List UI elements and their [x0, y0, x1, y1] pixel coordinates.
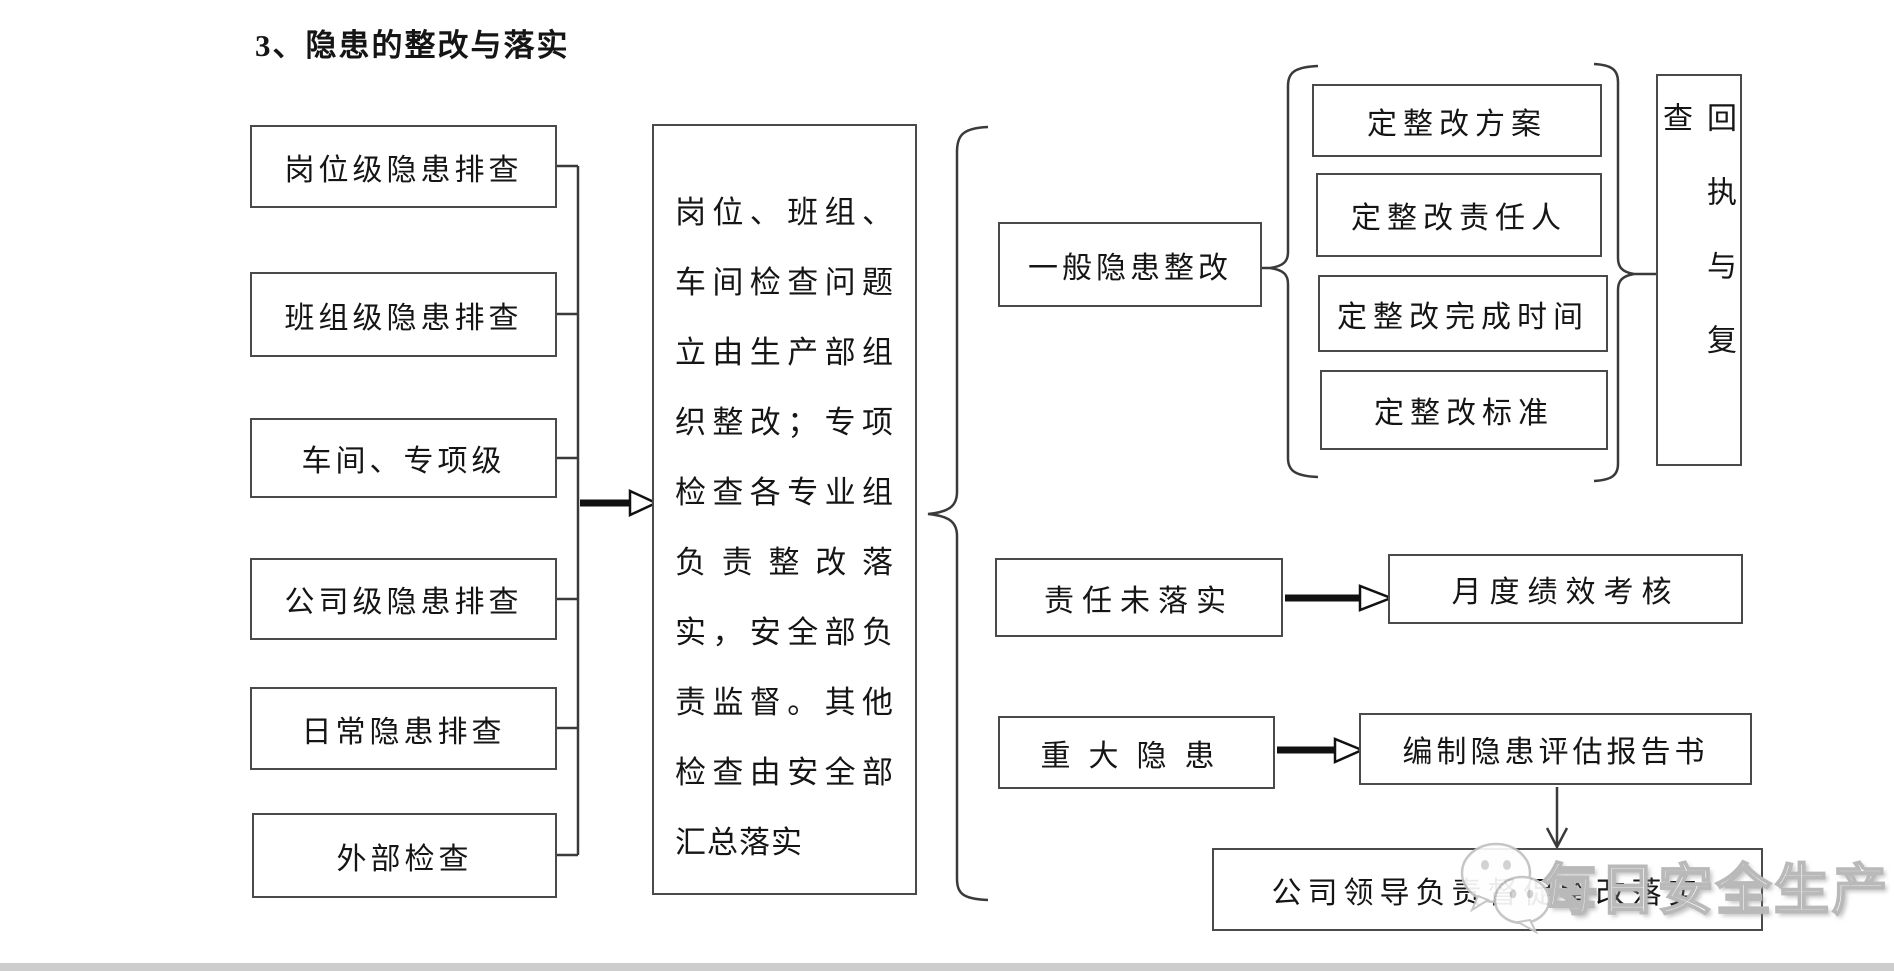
- box-measure-completion-time: 定整改完成时间: [1318, 275, 1608, 352]
- left-collector-line: [557, 164, 580, 857]
- box-measure-standard: 定整改标准: [1320, 370, 1608, 450]
- bottom-edge: [0, 963, 1894, 971]
- box-hazard-assessment-report: 编制隐患评估报告书: [1359, 713, 1752, 785]
- box-measure-responsible-person: 定整改责任人: [1316, 173, 1602, 257]
- box-daily-inspection: 日常隐患排查: [250, 687, 557, 770]
- arrow-unfulfilled-to-assessment: [1285, 584, 1395, 612]
- watermark-text: 每日安全生产: [1541, 858, 1891, 922]
- arrow-collector-to-center: [580, 489, 659, 517]
- wechat-icon: [1460, 842, 1551, 935]
- box-general-rectification: 一般隐患整改: [998, 222, 1262, 307]
- box-team-level-inspection: 班组级隐患排查: [250, 272, 557, 357]
- box-monthly-performance-assessment: 月度绩效考核: [1388, 554, 1743, 624]
- box-post-level-inspection: 岗位级隐患排查: [250, 125, 557, 208]
- box-rectification-description: 岗位、班组、车间检查问题立由生产部组织整改；专项检查各专业组负责整改落实，安全部…: [652, 124, 917, 895]
- box-receipt-and-recheck: 回执与复查: [1656, 74, 1742, 466]
- box-workshop-special-level: 车间、专项级: [250, 418, 557, 498]
- down-arrow-head: [1545, 827, 1569, 850]
- measures-left-brace: [1269, 64, 1319, 479]
- box-measure-plan: 定整改方案: [1312, 84, 1602, 157]
- box-major-hidden-danger: 重大隐患: [998, 716, 1275, 789]
- box-external-inspection: 外部检查: [252, 813, 557, 898]
- arrow-major-to-report: [1277, 737, 1366, 764]
- box-company-level-inspection: 公司级隐患排查: [250, 558, 557, 640]
- page-title: 3、隐患的整改与落实: [255, 28, 570, 63]
- box-responsibility-not-fulfilled: 责任未落实: [995, 558, 1283, 637]
- main-brace: [927, 125, 989, 902]
